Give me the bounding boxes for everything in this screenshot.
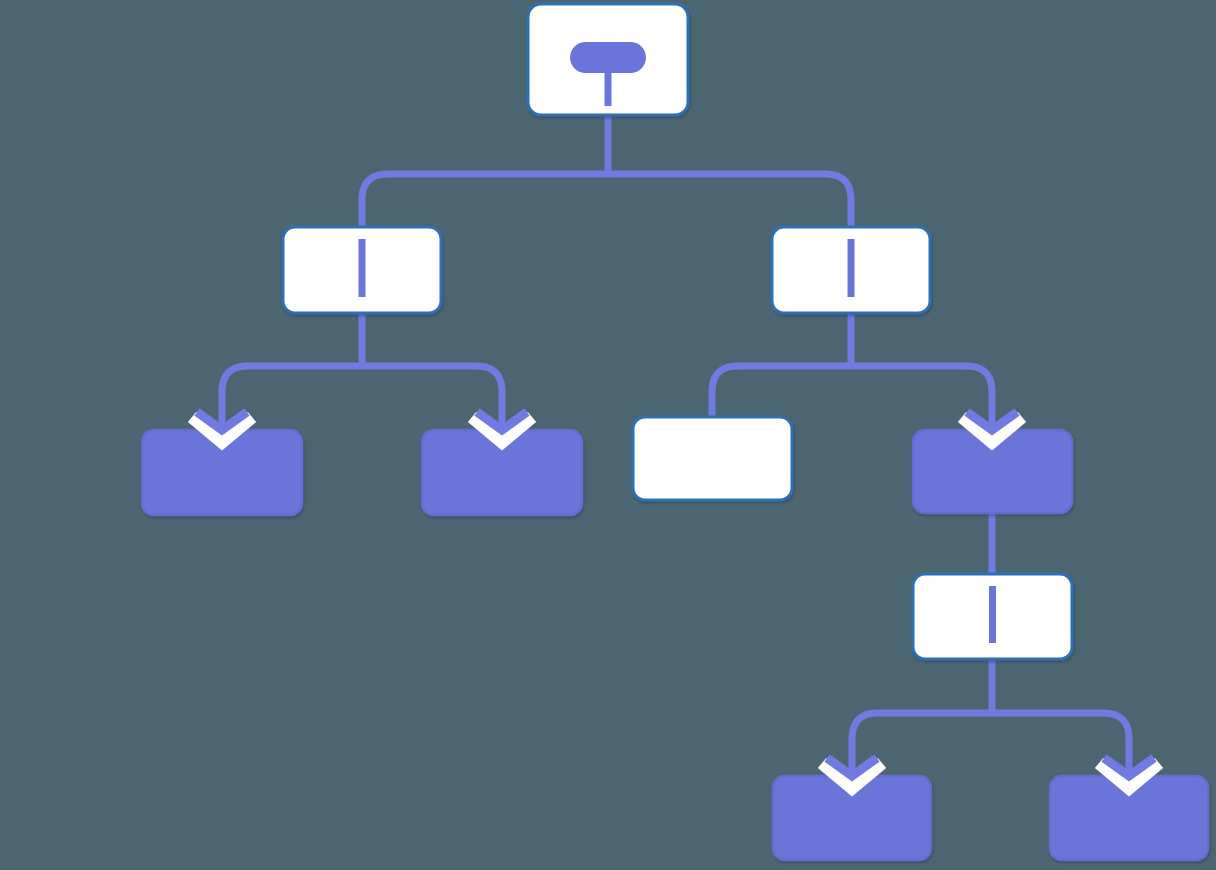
edge-left-branch-split [218, 313, 506, 414]
arrowhead-white-chevron-icon [467, 412, 537, 451]
arrowhead-white-chevron-icon [187, 412, 257, 451]
arrowhead-purple-chevron-icon [824, 754, 880, 782]
arrowhead-white-chevron-icon [817, 758, 887, 797]
edge-root-split [358, 115, 855, 227]
edges-layer [218, 115, 1133, 762]
arrowhead-purple-chevron-icon [474, 408, 530, 436]
edge-right-branch-split [708, 313, 996, 417]
pill-icon-root [570, 42, 646, 73]
node-child-plain [631, 415, 794, 502]
arrowhead-white-chevron-icon [1094, 758, 1164, 797]
arrowhead-purple-chevron-icon [1101, 754, 1157, 782]
arrowheads-layer [187, 408, 1164, 797]
arrowhead-purple-chevron-icon [194, 408, 250, 436]
edge-bottom-branch-split [848, 659, 1133, 762]
arrowhead-purple-chevron-icon [964, 408, 1020, 436]
nodes-layer [140, 2, 1210, 862]
arrowhead-white-chevron-icon [957, 412, 1027, 451]
